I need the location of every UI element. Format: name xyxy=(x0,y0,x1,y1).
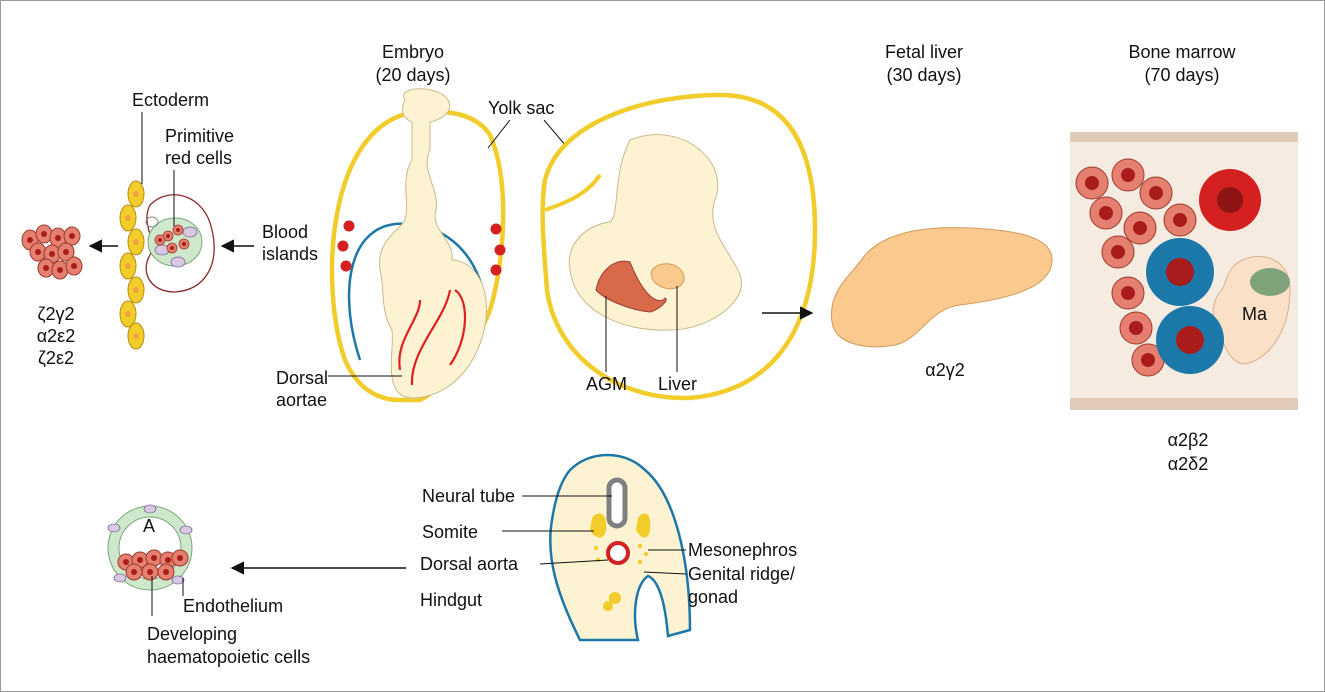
label-dorsal-aorta: Dorsal aorta xyxy=(420,554,519,574)
stage-bone-marrow-name: Bone marrow xyxy=(1128,42,1236,62)
label-macrophage: Ma xyxy=(1242,304,1268,324)
hb-adult-1: α2δ2 xyxy=(1168,454,1208,474)
hb-embryonic-1: α2ε2 xyxy=(37,326,75,346)
label-neural-tube: Neural tube xyxy=(422,486,515,506)
label-genital-ridge-1: Genital ridge/ xyxy=(688,564,795,584)
label-blood-islands-1: Blood xyxy=(262,222,308,242)
label-aorta-lumen: A xyxy=(143,516,155,536)
label-ectoderm: Ectoderm xyxy=(132,90,209,110)
label-dorsal-aortae-1: Dorsal xyxy=(276,368,328,388)
label-endothelium: Endothelium xyxy=(183,596,283,616)
hb-adult-0: α2β2 xyxy=(1168,430,1209,450)
label-hindgut: Hindgut xyxy=(420,590,482,610)
stage-fetal-liver-age: (30 days) xyxy=(886,65,961,85)
embryo-20-days xyxy=(332,89,505,400)
label-developing-cells-2: haematopoietic cells xyxy=(147,647,310,667)
label-genital-ridge-2: gonad xyxy=(688,587,738,607)
stage-embryo-name: Embryo xyxy=(382,42,444,62)
label-somite: Somite xyxy=(422,522,478,542)
stage-embryo-age: (20 days) xyxy=(375,65,450,85)
embryo-agm-stage xyxy=(543,95,815,398)
label-dorsal-aortae-2: aortae xyxy=(276,390,327,410)
stage-fetal-liver-name: Fetal liver xyxy=(885,42,963,62)
label-yolk-sac: Yolk sac xyxy=(488,98,554,118)
hb-embryonic-2: ζ2ε2 xyxy=(38,348,74,368)
stage-bone-marrow-age: (70 days) xyxy=(1144,65,1219,85)
primitive-red-cell-cluster xyxy=(22,225,82,279)
label-liver: Liver xyxy=(658,374,697,394)
agm-cross-section xyxy=(550,455,690,640)
label-mesonephros: Mesonephros xyxy=(688,540,797,560)
label-primitive-red-cells-1: Primitive xyxy=(165,126,234,146)
blood-island-detail xyxy=(120,181,214,349)
label-agm: AGM xyxy=(586,374,627,394)
fetal-liver-shape xyxy=(831,228,1052,347)
bone-marrow-panel xyxy=(1070,132,1298,410)
label-blood-islands-2: islands xyxy=(262,244,318,264)
hb-fetal-0: α2γ2 xyxy=(925,360,964,380)
leader-yolk-sac-right xyxy=(544,120,566,146)
label-developing-cells-1: Developing xyxy=(147,624,237,644)
ectoderm-cells xyxy=(120,181,144,349)
hb-embryonic-0: ζ2γ2 xyxy=(38,304,75,324)
embryonic-haemoglobins: ζ2γ2 α2ε2 ζ2ε2 xyxy=(37,304,75,368)
label-primitive-red-cells-2: red cells xyxy=(165,148,232,168)
